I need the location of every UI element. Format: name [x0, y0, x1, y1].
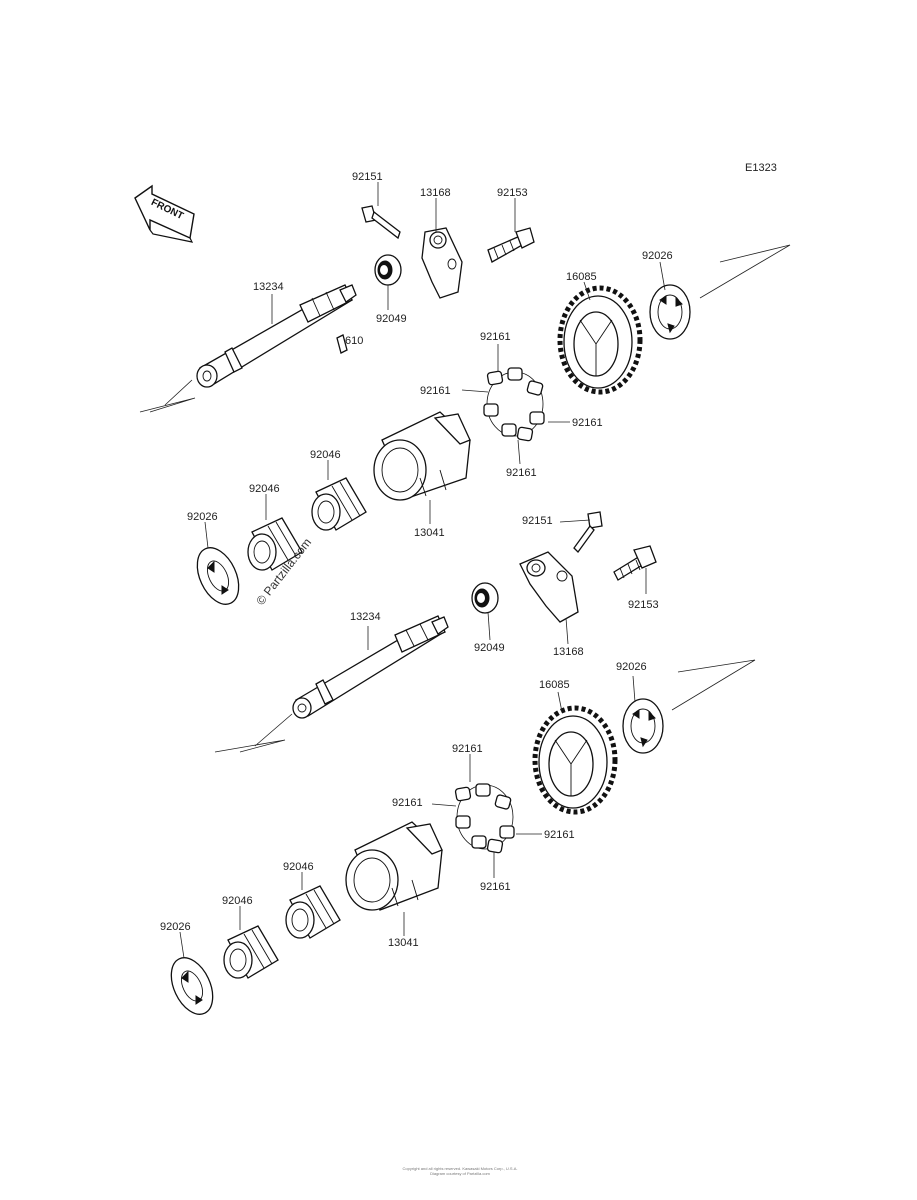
hub-13041-upper: [373, 411, 471, 501]
label-92026-upper-right: 92026: [642, 250, 673, 262]
damper-92161-lower: [454, 783, 515, 854]
bearing-92046-lower-a: [285, 885, 341, 939]
label-13168-lower: 13168: [553, 646, 584, 658]
gear-16085-lower: [532, 705, 618, 815]
label-13234-lower: 13234: [350, 611, 381, 623]
washer-92026-upper-right: [649, 284, 691, 340]
label-92161-upper-bottom: 92161: [506, 467, 537, 479]
label-16085-upper: 16085: [566, 271, 597, 283]
label-92049-upper: 92049: [376, 313, 407, 325]
washer-92026-upper-left: [196, 547, 240, 605]
label-92026-lower-right: 92026: [616, 661, 647, 673]
seal-92049-lower: [471, 582, 499, 614]
washer-92026-lower-left: [170, 957, 214, 1015]
diagram-code: E1323: [745, 162, 777, 174]
bearing-92046-lower-b: [223, 925, 279, 979]
label-610-upper: 610: [345, 335, 363, 347]
bolt-92151-upper: [361, 205, 401, 240]
pin-610-upper: [336, 334, 348, 354]
copyright-footer: Copyright and all rights reserved. Kawas…: [330, 1166, 590, 1176]
lever-13168-upper: [421, 227, 463, 299]
bearing-92046-upper-a: [311, 477, 367, 531]
shaft-13234-lower: [292, 615, 449, 719]
label-92161-upper-left: 92161: [420, 385, 451, 397]
front-arrow-icon: FRONT: [134, 184, 195, 243]
label-92161-lower-bottom: 92161: [480, 881, 511, 893]
damper-92161-upper: [483, 367, 545, 442]
label-92151-upper: 92151: [352, 171, 383, 183]
footer-line-2: Diagram courtesy of Partzilla.com: [430, 1171, 490, 1176]
label-92161-upper-right: 92161: [572, 417, 603, 429]
label-92153-upper: 92153: [497, 187, 528, 199]
bolt-92153-lower: [613, 545, 657, 581]
label-92161-lower-left: 92161: [392, 797, 423, 809]
label-92151-lower: 92151: [522, 515, 553, 527]
hub-13041-lower: [345, 821, 443, 911]
shaft-13234-upper: [196, 284, 357, 388]
bolt-92153-upper: [487, 227, 535, 263]
label-92046-upper-a: 92046: [310, 449, 341, 461]
label-92153-lower: 92153: [628, 599, 659, 611]
label-92026-upper-left: 92026: [187, 511, 218, 523]
label-92026-lower-left: 92026: [160, 921, 191, 933]
label-92046-lower-b: 92046: [222, 895, 253, 907]
label-92161-lower-right: 92161: [544, 829, 575, 841]
label-92046-upper-b: 92046: [249, 483, 280, 495]
washer-92026-lower-right: [622, 698, 664, 754]
label-92161-upper-top: 92161: [480, 331, 511, 343]
footer-line-1: Copyright and all rights reserved. Kawas…: [402, 1166, 518, 1171]
seal-92049-upper: [374, 254, 402, 286]
upper-assembly: [139, 182, 791, 605]
label-13041-upper: 13041: [414, 527, 445, 539]
label-92049-lower: 92049: [474, 642, 505, 654]
label-92161-lower-top: 92161: [452, 743, 483, 755]
label-92046-lower-a: 92046: [283, 861, 314, 873]
label-13168-upper: 13168: [420, 187, 451, 199]
gear-16085-upper: [557, 285, 643, 395]
label-16085-lower: 16085: [539, 679, 570, 691]
lever-13168-lower: [519, 551, 579, 623]
label-13041-lower: 13041: [388, 937, 419, 949]
lower-assembly: [170, 511, 756, 1015]
bolt-92151-lower: [573, 511, 603, 553]
bearing-92046-upper-b: [247, 517, 303, 571]
label-13234-upper: 13234: [253, 281, 284, 293]
